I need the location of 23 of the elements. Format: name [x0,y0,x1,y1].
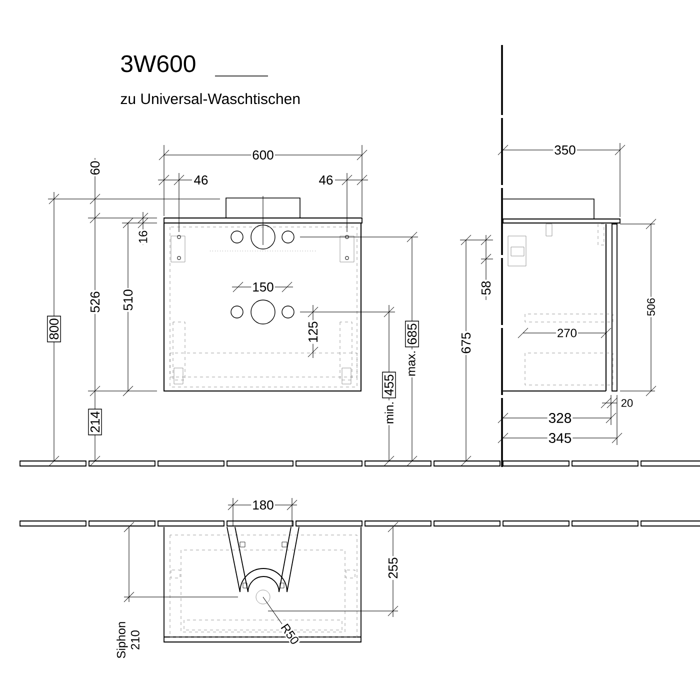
dimension-label: min. [384,400,394,426]
boxed-dimension: 455 [382,372,396,398]
boxed-dimension: 685 [405,320,419,348]
dimension-label: 328 [547,412,573,424]
title: 3W600 [121,55,196,72]
dimension-label: 20 [620,398,634,408]
dimension-label: 345 [547,432,573,444]
subtitle: zu Universal-Waschtischen [120,93,300,104]
dimension-label: 600 [251,149,275,161]
dimension-label: 675 [460,331,472,355]
boxed-dimension: 214 [88,408,102,436]
dimension-label: 350 [553,144,577,156]
dimension-label: 180 [251,499,275,511]
dimension-label: 255 [387,556,399,580]
boxed-dimension: 800 [47,316,61,342]
dimension-label: max. [408,349,416,378]
dimension-label: 506 [646,296,656,318]
dimension-label: 150 [251,281,275,293]
dimension-label: 125 [307,320,319,344]
dimension-label: 510 [122,288,134,312]
dimension-label: 526 [89,290,101,314]
dimension-label: 270 [556,328,578,338]
dimension-label: Siphon 210 [116,619,140,661]
